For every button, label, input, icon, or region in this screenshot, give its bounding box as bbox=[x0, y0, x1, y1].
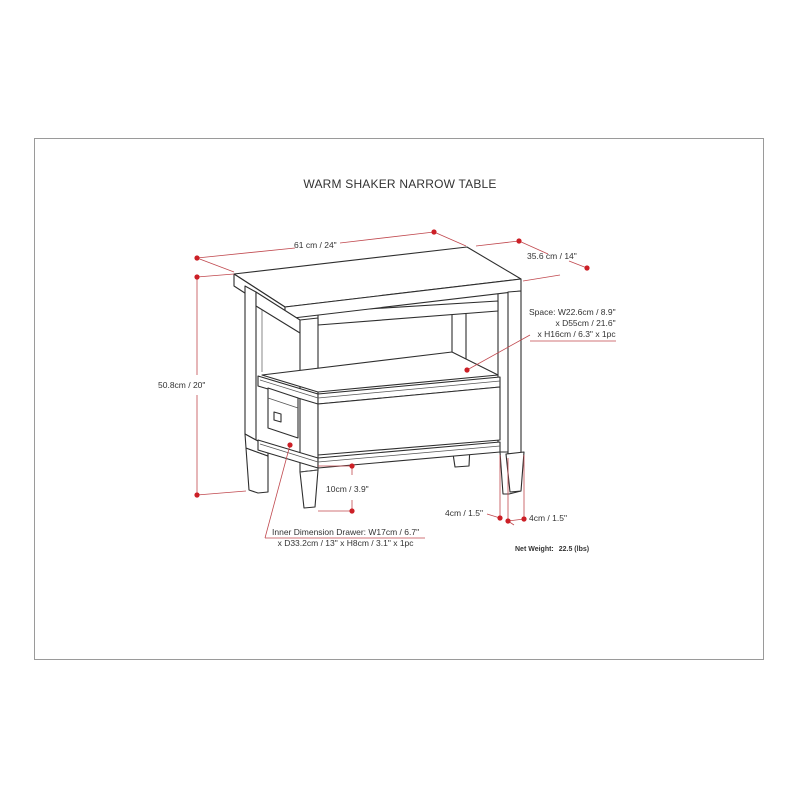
drawer-line-2: x D33.2cm / 13" x H8cm / 3.1" x 1pc bbox=[277, 538, 414, 548]
drawer-line-1: Inner Dimension Drawer: W17cm / 6.7" bbox=[272, 527, 420, 537]
shelf-space-line-3: x H16cm / 6.3" x 1pc bbox=[537, 329, 616, 339]
side-drawer bbox=[267, 387, 299, 439]
leg-width-right-label: 4cm / 1.5" bbox=[529, 513, 567, 523]
middle-shelf bbox=[257, 351, 501, 405]
diagram-title: WARM SHAKER NARROW TABLE bbox=[303, 177, 497, 191]
front-right-leg bbox=[505, 290, 525, 493]
floor-clearance-label: 10cm / 3.9" bbox=[326, 484, 369, 494]
dimension-dots bbox=[194, 229, 590, 524]
dimension-lines bbox=[196, 231, 616, 539]
shelf-space-label: Space: W22.6cm / 8.9" x D55cm / 21.6" x … bbox=[529, 307, 616, 340]
net-weight: Net Weight: 22.5 (lbs) bbox=[515, 544, 589, 555]
net-weight-value: 22.5 (lbs) bbox=[558, 546, 590, 553]
width-label: 61 cm / 24" bbox=[294, 240, 337, 250]
depth-label: 35.6 cm / 14" bbox=[527, 251, 577, 261]
height-label: 50.8cm / 20" bbox=[158, 380, 206, 390]
diagram-frame bbox=[34, 138, 764, 660]
net-weight-label: Net Weight: bbox=[515, 546, 554, 553]
lower-shelf bbox=[257, 386, 501, 469]
leg-width-left-label: 4cm / 1.5" bbox=[445, 508, 483, 518]
drawer-dimension-label: Inner Dimension Drawer: W17cm / 6.7" x D… bbox=[272, 527, 419, 549]
shelf-space-line-2: x D55cm / 21.6" bbox=[555, 318, 616, 328]
shelf-space-line-1: Space: W22.6cm / 8.9" bbox=[529, 307, 616, 317]
